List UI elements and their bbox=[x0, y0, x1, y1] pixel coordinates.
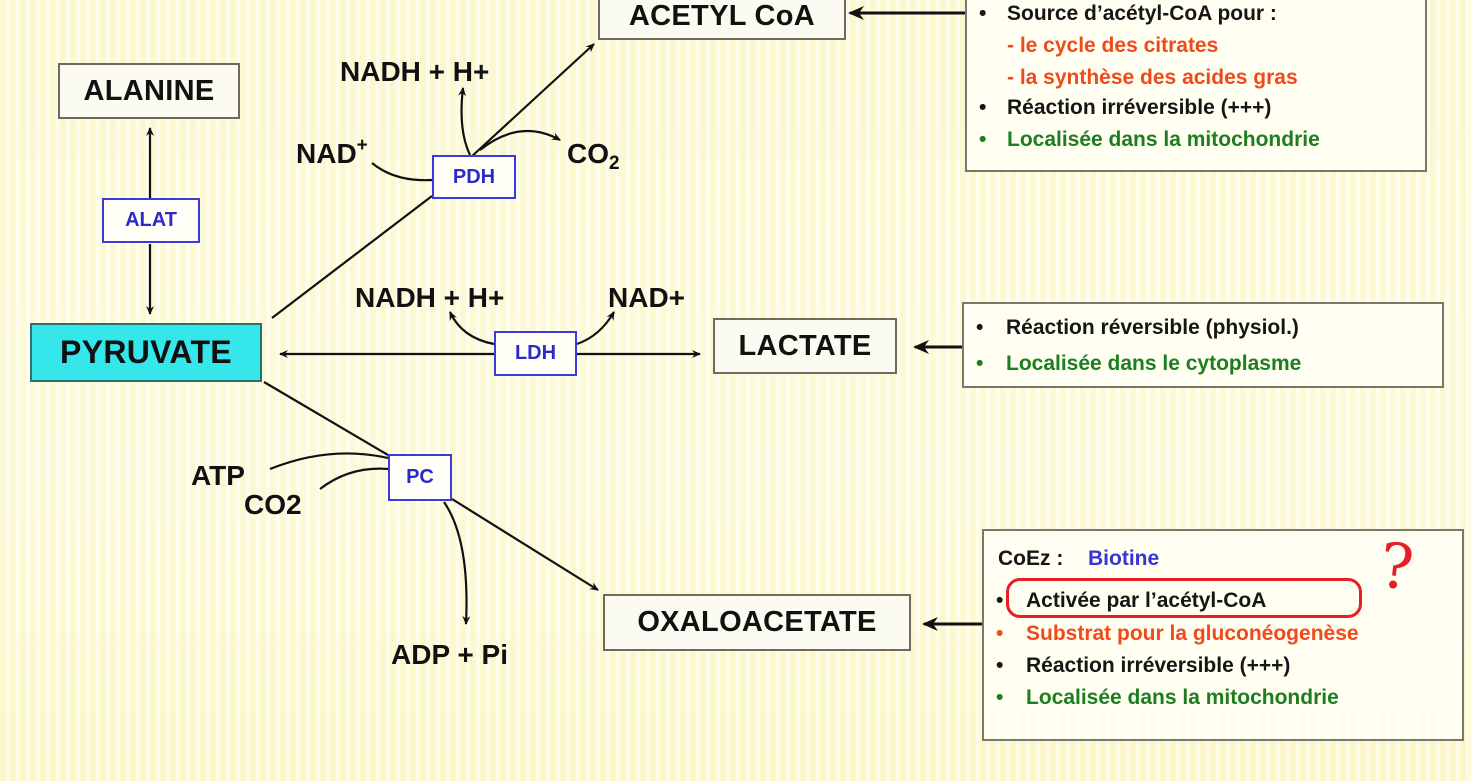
ldh-nadh-label: NADH + H+ bbox=[355, 282, 505, 313]
alanine-label: ALANINE bbox=[83, 74, 215, 107]
pc-line-upper bbox=[263, 381, 389, 456]
acetyl-coa-label: ACETYL CoA bbox=[628, 0, 816, 32]
pc-enzyme-box: PC bbox=[388, 454, 452, 501]
pc-atp-label: ATP bbox=[191, 460, 245, 491]
info-line: - le cycle des citrates bbox=[1007, 34, 1219, 57]
pdh-nad-curve bbox=[371, 162, 433, 182]
pdh-nad-label: NAD+ bbox=[296, 135, 368, 169]
alanine-box: ALANINE bbox=[58, 63, 240, 119]
info-line: - la synthèse des acides gras bbox=[1007, 66, 1298, 89]
bullet: • bbox=[979, 2, 987, 25]
info-line: Réaction réversible (physiol.) bbox=[1006, 316, 1299, 339]
pdh-enzyme-box: PDH bbox=[432, 155, 516, 199]
pc-adp-label: ADP + Pi bbox=[391, 639, 508, 670]
info-line: Activée par l’acétyl-CoA bbox=[1026, 589, 1267, 612]
lactate-box: LACTATE bbox=[713, 318, 897, 374]
pc-co2-label: CO2 bbox=[244, 489, 302, 520]
pc-atp-curve bbox=[269, 452, 389, 471]
info-line: Substrat pour la gluconéogenèse bbox=[1026, 622, 1359, 645]
pc-adp-curve bbox=[443, 501, 471, 625]
bullet: • bbox=[996, 686, 1004, 709]
pdh-nadh-label: NADH + H+ bbox=[340, 56, 490, 87]
bullet: • bbox=[996, 589, 1004, 612]
oxaloacetate-label: OXALOACETATE bbox=[637, 606, 877, 638]
oxaloacetate-info-box: CoEz : Biotine • Activée par l’acétyl-Co… bbox=[982, 529, 1464, 741]
alat-label: ALAT bbox=[125, 209, 177, 231]
pc-label: PC bbox=[406, 466, 434, 488]
bullet: • bbox=[976, 316, 984, 339]
bullet: • bbox=[979, 128, 987, 151]
pyruvate-box: PYRUVATE bbox=[30, 323, 262, 382]
info-line: Réaction irréversible (+++) bbox=[1007, 96, 1272, 119]
pc-line-lower bbox=[451, 498, 599, 591]
red-highlight-ellipse bbox=[1006, 578, 1362, 618]
ldh-label: LDH bbox=[514, 342, 557, 364]
acetyl-coa-info-box: • Source d’acétyl-CoA pour : - le cycle … bbox=[965, 0, 1427, 172]
coenzyme-label: CoEz : bbox=[998, 547, 1064, 570]
ldh-enzyme-box: LDH bbox=[494, 331, 577, 376]
info-line: Localisée dans le cytoplasme bbox=[1006, 352, 1302, 375]
info-line: Localisée dans la mitochondrie bbox=[1007, 128, 1320, 151]
bullet: • bbox=[979, 96, 987, 119]
ldh-nadh-curve bbox=[449, 311, 495, 346]
bullet: • bbox=[996, 654, 1004, 677]
pdh-co2-curve bbox=[479, 129, 561, 151]
acetyl-coa-box: ACETYL CoA bbox=[598, 0, 846, 40]
pc-co2-curve bbox=[319, 467, 389, 490]
lactate-info-box: • Réaction réversible (physiol.) • Local… bbox=[962, 302, 1444, 388]
pdh-line-upper bbox=[469, 43, 595, 159]
pdh-nadh-curve bbox=[458, 87, 471, 156]
oxaloacetate-box: OXALOACETATE bbox=[603, 594, 911, 651]
alat-enzyme-box: ALAT bbox=[102, 198, 200, 243]
pdh-label: PDH bbox=[452, 165, 496, 188]
ldh-nad-curve bbox=[576, 311, 615, 346]
lactate-label: LACTATE bbox=[738, 329, 872, 362]
info-line: Source d’acétyl-CoA pour : bbox=[1007, 2, 1277, 25]
ldh-nad-label: NAD+ bbox=[608, 282, 686, 313]
pdh-co2-label: CO2 bbox=[567, 138, 620, 174]
info-line: Localisée dans la mitochondrie bbox=[1026, 686, 1339, 709]
pyruvate-label: PYRUVATE bbox=[60, 334, 232, 370]
coenzyme-value: Biotine bbox=[1088, 547, 1160, 570]
bullet: • bbox=[976, 352, 984, 375]
pdh-line-lower bbox=[271, 195, 433, 319]
bullet: • bbox=[996, 622, 1004, 645]
info-line: Réaction irréversible (+++) bbox=[1026, 654, 1291, 677]
